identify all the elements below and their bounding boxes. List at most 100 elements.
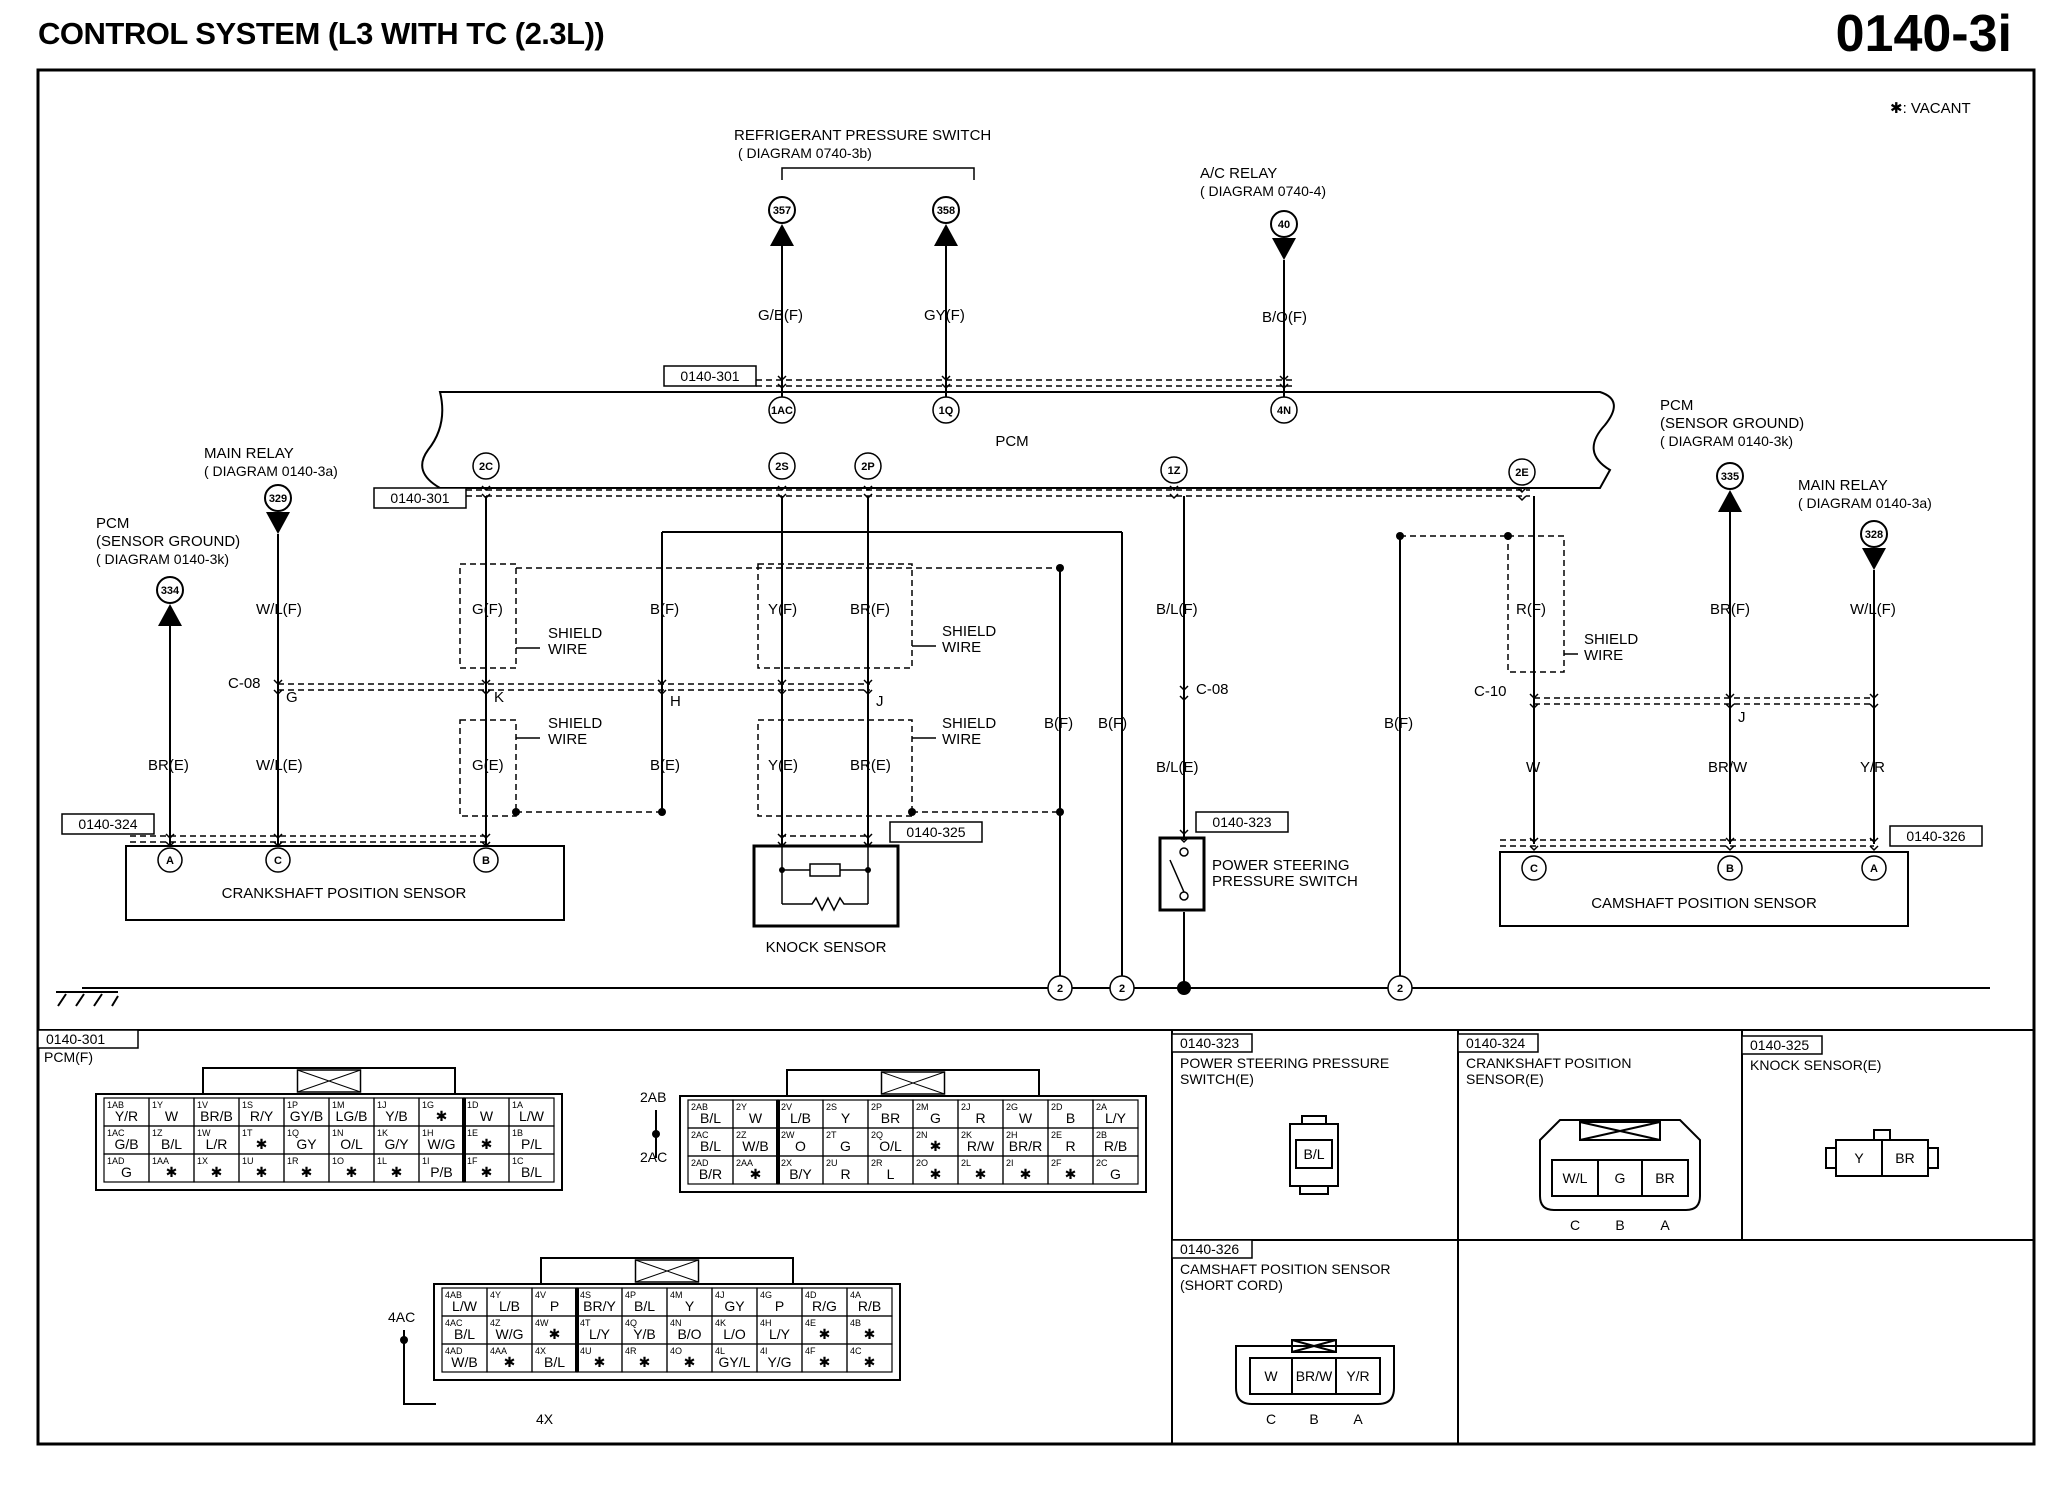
conn4-cavity	[846, 1343, 893, 1373]
conn2-cavity-color: W	[749, 1110, 763, 1126]
conn4-cavity-id: 4A	[850, 1290, 861, 1300]
ps-connector-face	[1289, 1115, 1339, 1195]
conn2-cavity-color: R	[840, 1166, 850, 1182]
shield-label-1a: SHIELD	[548, 625, 602, 642]
crank-pin-a: A	[166, 855, 174, 867]
knock-connector-label: 0140-325	[906, 824, 965, 840]
pcm-ground-right-label2: (SENSOR GROUND)	[1660, 415, 1804, 432]
wire-gf: G(F)	[472, 601, 503, 618]
conn4-cavity-id: 4J	[715, 1290, 725, 1300]
crank-sensor-label: CRANKSHAFT POSITION SENSOR	[222, 885, 467, 902]
pcm-ground-right-label1: PCM	[1660, 397, 1693, 414]
ps-panel-code: 0140-323	[1180, 1035, 1239, 1051]
wire-wle-left: W/L(E)	[256, 757, 303, 774]
cam-pin-c: C	[1530, 863, 1538, 875]
conn1-cavity-color: ✱	[481, 1136, 493, 1152]
ps-switch-body	[1158, 836, 1206, 912]
conn4-cavity-color: B/O	[677, 1326, 701, 1342]
conn2-cavity-id: 2O	[916, 1158, 928, 1168]
junction-c10: C-10	[1474, 683, 1507, 700]
junction-g: G	[286, 689, 298, 706]
conn4-cavity-color: B/L	[454, 1326, 475, 1342]
conn4-cavity-color: R/B	[858, 1298, 881, 1314]
conn2-cavity-id: 2L	[961, 1158, 971, 1168]
conn1-cavity-color: W	[480, 1108, 494, 1124]
conn1-cavity-color: W	[165, 1108, 179, 1124]
conn4-cavity-id: 4P	[625, 1290, 636, 1300]
conn4-side-top: 4AC	[388, 1309, 415, 1325]
conn1-cavity-color: O/L	[340, 1136, 363, 1152]
conn2-cavity-id: 2M	[916, 1102, 929, 1112]
conn4-cavity-id: 4F	[805, 1346, 816, 1356]
cam-panel-letter-3: A	[1353, 1411, 1363, 1427]
wire-w: W	[1526, 759, 1541, 776]
conn2-cavity-color: R	[1065, 1138, 1075, 1154]
ps-switch-label1: POWER STEERING	[1212, 857, 1350, 874]
conn1-cavity-id: 1AA	[152, 1156, 169, 1166]
conn2-cavity-id: 2K	[961, 1130, 972, 1140]
conn2-cavity-id: 2AC	[691, 1130, 709, 1140]
conn4-cavity-color: B/L	[544, 1354, 565, 1370]
arrow-down-icon	[266, 512, 290, 534]
wire-brf-right: BR(F)	[1710, 601, 1750, 618]
conn1-cavity-id: 1G	[422, 1100, 434, 1110]
conn1-cavity-id: 1AB	[107, 1100, 124, 1110]
conn1-cavity-id: 1Z	[152, 1128, 163, 1138]
ref-pin-358: 358	[937, 205, 955, 217]
shield-label-5a: SHIELD	[1584, 631, 1638, 648]
conn2-cavity-id: 2W	[781, 1130, 795, 1140]
main-relay-left-pin: 329	[269, 493, 287, 505]
conn1-cavity-color: ✱	[256, 1164, 268, 1180]
wire-ge: G(E)	[472, 757, 504, 774]
ground-ref-3: 2	[1397, 983, 1403, 995]
conn1-cavity-id: 1E	[467, 1128, 478, 1138]
conn4-cavity-color: ✱	[549, 1326, 561, 1342]
conn2-cavity-color: B/R	[699, 1166, 722, 1182]
knock-connector-face	[1825, 1129, 1939, 1177]
arrow-up-icon	[934, 224, 958, 246]
crank-connector-face	[1539, 1119, 1701, 1211]
conn2-cavity-id: 2AD	[691, 1158, 709, 1168]
conn2-cavity-id: 2S	[826, 1102, 837, 1112]
conn1-cavity-color: ✱	[211, 1164, 223, 1180]
conn4-cavity-id: 4G	[760, 1290, 772, 1300]
conn4-cavity-color: B/L	[634, 1298, 655, 1314]
main-relay-right-label: MAIN RELAY	[1798, 477, 1888, 494]
pcm-connector-2: 2ABB/L2YW2VL/B2SY2PBR2MG2JR2GW2DB2AL/Y2A…	[652, 1069, 1147, 1193]
conn2-cavity-color: G	[840, 1138, 851, 1154]
conn2-cavity-id: 2D	[1051, 1102, 1063, 1112]
conn1-cavity-color: Y/B	[385, 1108, 408, 1124]
conn4-cavity-id: 4M	[670, 1290, 683, 1300]
conn4-cavity-id: 4O	[670, 1346, 682, 1356]
conn2-cavity-color: O/L	[879, 1138, 902, 1154]
conn2-cavity-id: 2J	[961, 1102, 971, 1112]
conn2-cavity-color: G	[1110, 1166, 1121, 1182]
wire-wlf-left: W/L(F)	[256, 601, 302, 618]
page-title: CONTROL SYSTEM (L3 WITH TC (2.3L))	[38, 16, 605, 51]
conn2-cavity-id: 2I	[1006, 1158, 1014, 1168]
conn1-cavity-color: LG/B	[336, 1108, 368, 1124]
conn4-cavity-id: 4Q	[625, 1318, 637, 1328]
conn2-cavity-color: ✱	[930, 1138, 942, 1154]
crank-panel-letter-1: C	[1570, 1217, 1580, 1233]
shield-label-3a: SHIELD	[942, 623, 996, 640]
cam-panel-pin-1: W	[1264, 1368, 1278, 1384]
knock-panel-title: KNOCK SENSOR(E)	[1750, 1057, 1881, 1073]
conn2-cavity-id: 2F	[1051, 1158, 1062, 1168]
refrigerant-switch-diagram: ( DIAGRAM 0740-3b)	[738, 145, 872, 161]
junction-h: H	[670, 693, 681, 710]
wire-bre-left: BR(E)	[148, 757, 189, 774]
arrow-up-icon	[1718, 490, 1742, 512]
conn1-cavity-id: 1F	[467, 1156, 478, 1166]
conn4-cavity-color: R/G	[812, 1298, 837, 1314]
main-relay-left-label: MAIN RELAY	[204, 445, 294, 462]
pcm-top-connector-label: 0140-301	[680, 368, 739, 384]
conn1-cavity-id: 1S	[242, 1100, 253, 1110]
wire-be1: B(E)	[650, 757, 680, 774]
crank-panel-code: 0140-324	[1466, 1035, 1525, 1051]
conn4-cavity-id: 4E	[805, 1318, 816, 1328]
conn1-cavity-id: 1O	[332, 1156, 344, 1166]
conn4-cavity-id: 4V	[535, 1290, 546, 1300]
conn1-cavity-color: P/B	[430, 1164, 453, 1180]
